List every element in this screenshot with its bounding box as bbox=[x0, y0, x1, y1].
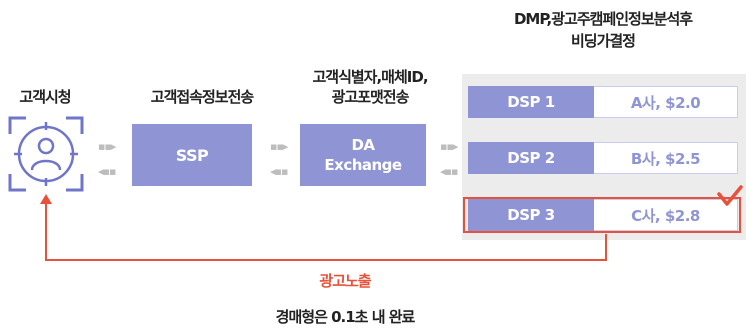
exchange-label-line2: Exchange bbox=[324, 156, 402, 174]
arrow-left-3: ◂▪▪ bbox=[440, 165, 458, 178]
ssp-label: SSP bbox=[175, 145, 209, 165]
exchange-label-line1: DA bbox=[351, 136, 375, 154]
send-info-label-line1: 고객식별자,매체ID, bbox=[312, 68, 428, 86]
arrow-right-2: ▪▪▸ bbox=[270, 140, 288, 153]
dsp-bid: A사, $2.0 bbox=[594, 86, 738, 118]
da-exchange-box: DA Exchange bbox=[300, 124, 426, 186]
send-access-info-label: 고객접속정보전송 bbox=[150, 88, 254, 106]
arrow-right-1: ▪▪▸ bbox=[98, 140, 116, 153]
dsp-name: DSP 1 bbox=[468, 86, 594, 118]
dmp-label-line2: 비딩가결정 bbox=[570, 32, 636, 50]
customer-view-label: 고객시청 bbox=[19, 88, 71, 106]
customer-target-icon bbox=[8, 116, 84, 192]
dsp-name: DSP 2 bbox=[468, 142, 594, 174]
arrow-left-1: ◂▪▪ bbox=[98, 165, 116, 178]
ad-exposure-arrow bbox=[30, 194, 620, 266]
dsp-row-2: DSP 2 B사, $2.5 bbox=[468, 142, 738, 174]
send-info-label-line2: 광고포맷전송 bbox=[331, 88, 410, 106]
ssp-box: SSP bbox=[132, 124, 252, 186]
dmp-label-line1: DMP,광고주캠페인정보분석후 bbox=[513, 10, 693, 28]
check-icon bbox=[716, 184, 744, 208]
dsp-bid: C사, $2.8 bbox=[594, 199, 738, 231]
dsp-row-3: DSP 3 C사, $2.8 bbox=[468, 199, 738, 231]
dsp-name: DSP 3 bbox=[468, 199, 594, 231]
arrow-left-2: ◂▪▪ bbox=[270, 165, 288, 178]
arrow-right-3: ▪▪▸ bbox=[440, 140, 458, 153]
dsp-bid: B사, $2.5 bbox=[594, 142, 738, 174]
winning-bid-highlight bbox=[463, 197, 741, 233]
ad-exposure-label: 광고노출 bbox=[319, 272, 371, 290]
footer-note: 경매형은 0.1초 내 완료 bbox=[275, 308, 416, 326]
dsp-row-1: DSP 1 A사, $2.0 bbox=[468, 86, 738, 118]
